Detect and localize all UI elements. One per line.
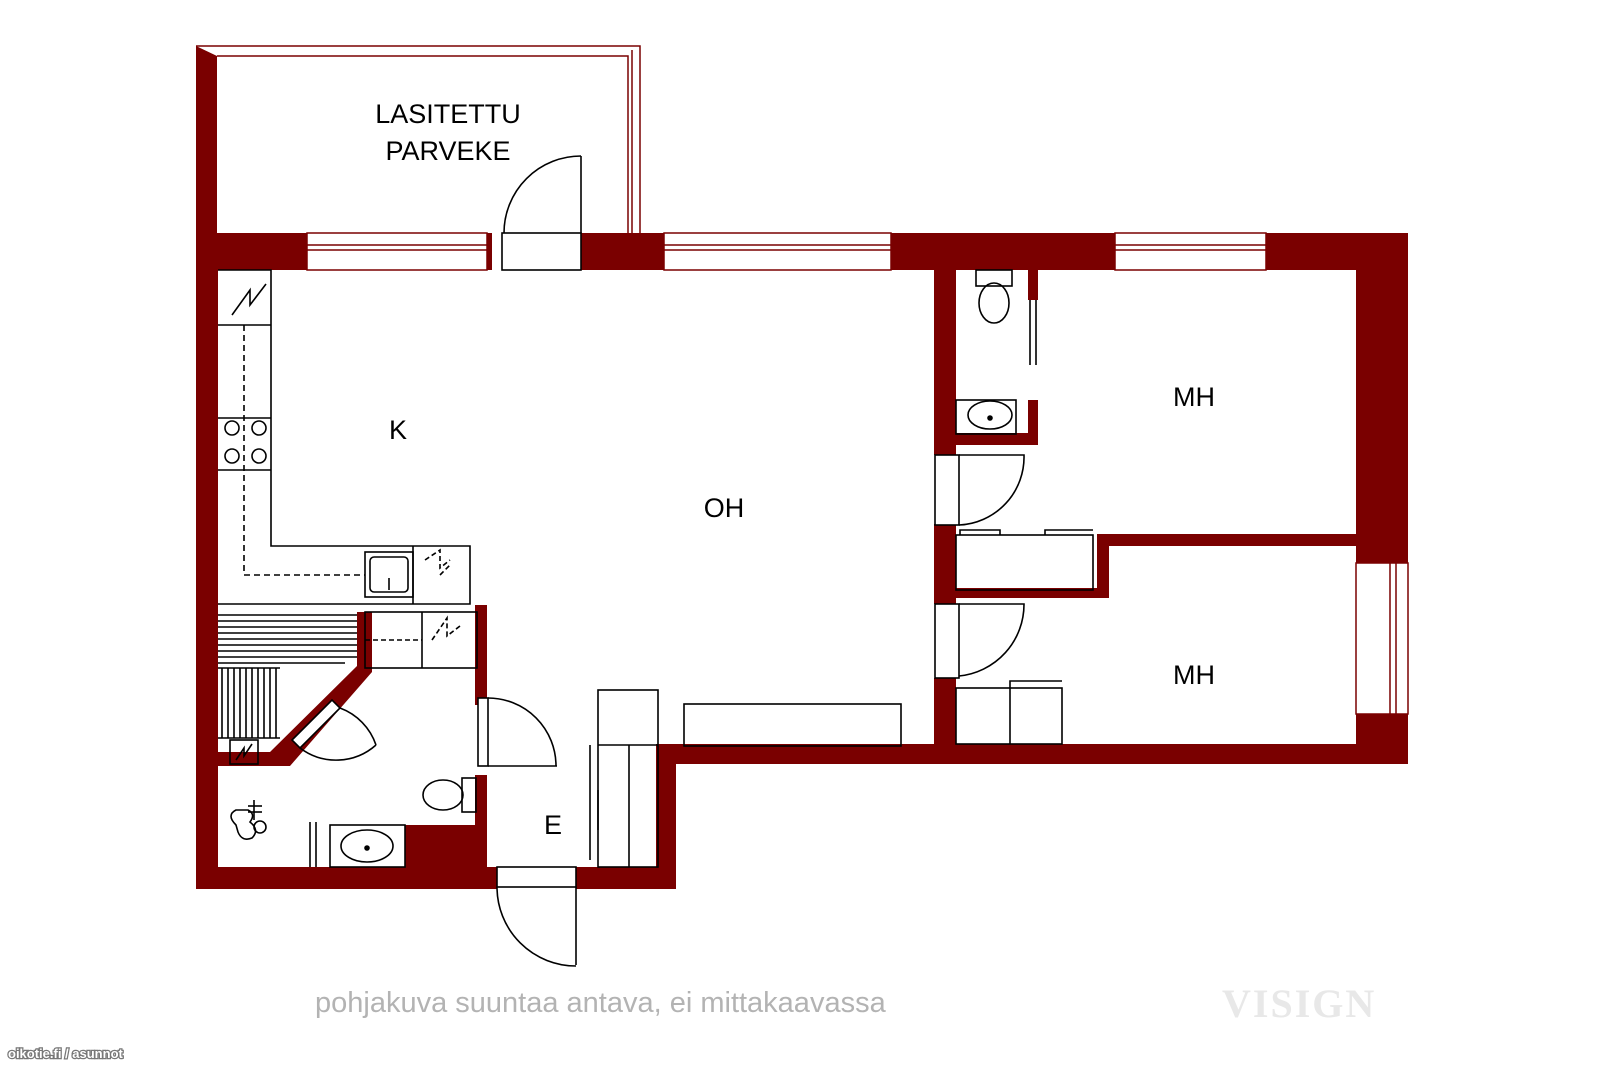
kitchen-label: K <box>389 415 407 445</box>
entrance-label: E <box>544 810 562 840</box>
balcony-label-line2: PARVEKE <box>385 136 510 166</box>
balcony-outline <box>196 45 641 233</box>
windows <box>306 232 1409 715</box>
living-room-label: OH <box>704 493 745 523</box>
disclaimer-text: pohjakuva suuntaa antava, ei mittakaavas… <box>315 987 887 1019</box>
bedroom-upper-label: MH <box>1173 382 1215 412</box>
bedroom-lower-label: MH <box>1173 660 1215 690</box>
source-watermark: oikotie.fi / asunnot <box>8 1046 124 1061</box>
visign-watermark: VISIGN <box>1222 981 1376 1026</box>
fixtures <box>218 155 1094 967</box>
walls <box>196 46 1408 889</box>
balcony-label-line1: LASITETTU <box>375 99 521 129</box>
